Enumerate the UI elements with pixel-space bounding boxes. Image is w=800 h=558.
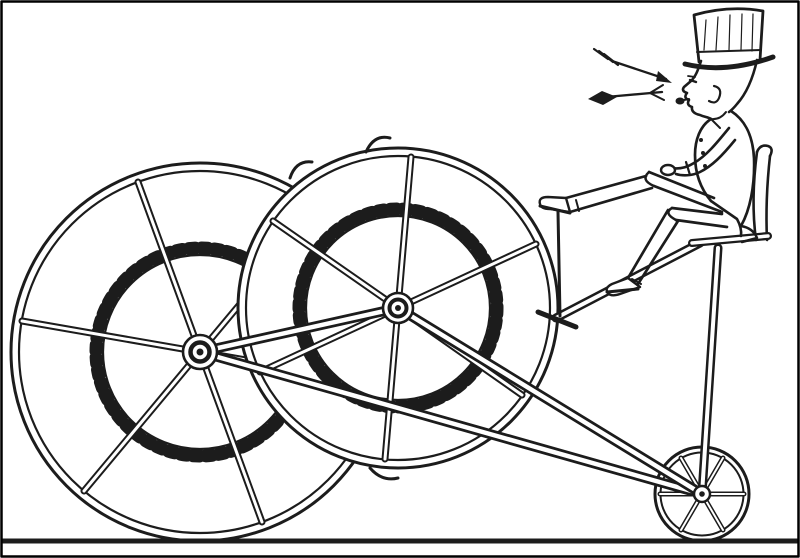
main-frame-bar (195, 347, 707, 499)
hub-coupling-bar (195, 303, 403, 357)
coat-back (729, 109, 756, 228)
treadle-pedal (535, 309, 579, 330)
pipe-stem (683, 98, 690, 101)
eye (688, 78, 698, 84)
coat-tail (739, 224, 759, 244)
arm (659, 126, 737, 177)
pipe-bowl (675, 97, 685, 105)
front-wheel-hub (181, 333, 219, 371)
second-wheel-hub (381, 291, 415, 325)
top-hat (682, 7, 776, 71)
lap-line (709, 199, 743, 238)
gear-pawl-hooks (288, 135, 400, 481)
hand (659, 163, 677, 177)
extended-leg (538, 170, 724, 215)
rider (538, 7, 776, 297)
rear-wheel-hub (692, 484, 712, 504)
hat-hatching (703, 13, 754, 52)
ear (707, 84, 722, 104)
knee (667, 206, 678, 222)
trouser-cuff (631, 278, 642, 285)
torso-coat (693, 109, 759, 244)
arrows (588, 47, 672, 105)
shoe-sole (605, 287, 640, 294)
knee (644, 170, 656, 188)
chair-back-rear-edge (765, 154, 772, 242)
seat-post (697, 243, 723, 499)
arrow-head (656, 71, 672, 83)
cuff (684, 160, 692, 177)
arrow-fletching (649, 84, 665, 101)
eyebrow (687, 75, 696, 78)
second-wheel-rim (244, 154, 552, 462)
treadle-rod (556, 210, 562, 318)
collar (710, 111, 727, 129)
hat-brim (682, 54, 776, 71)
upper-arrow (592, 47, 672, 83)
arrow-shaft (604, 90, 664, 99)
lower-arrow (588, 84, 665, 105)
wheel-hubs (181, 291, 712, 504)
shoe-sole (538, 204, 572, 215)
trouser-cuff (575, 199, 580, 212)
diamond-arrow-head (588, 91, 617, 105)
arrow-fletching (592, 47, 620, 67)
second-frame-bar (393, 303, 707, 499)
chair-back-scroll (755, 144, 773, 158)
bent-leg (605, 206, 729, 297)
coat-front (693, 117, 713, 203)
